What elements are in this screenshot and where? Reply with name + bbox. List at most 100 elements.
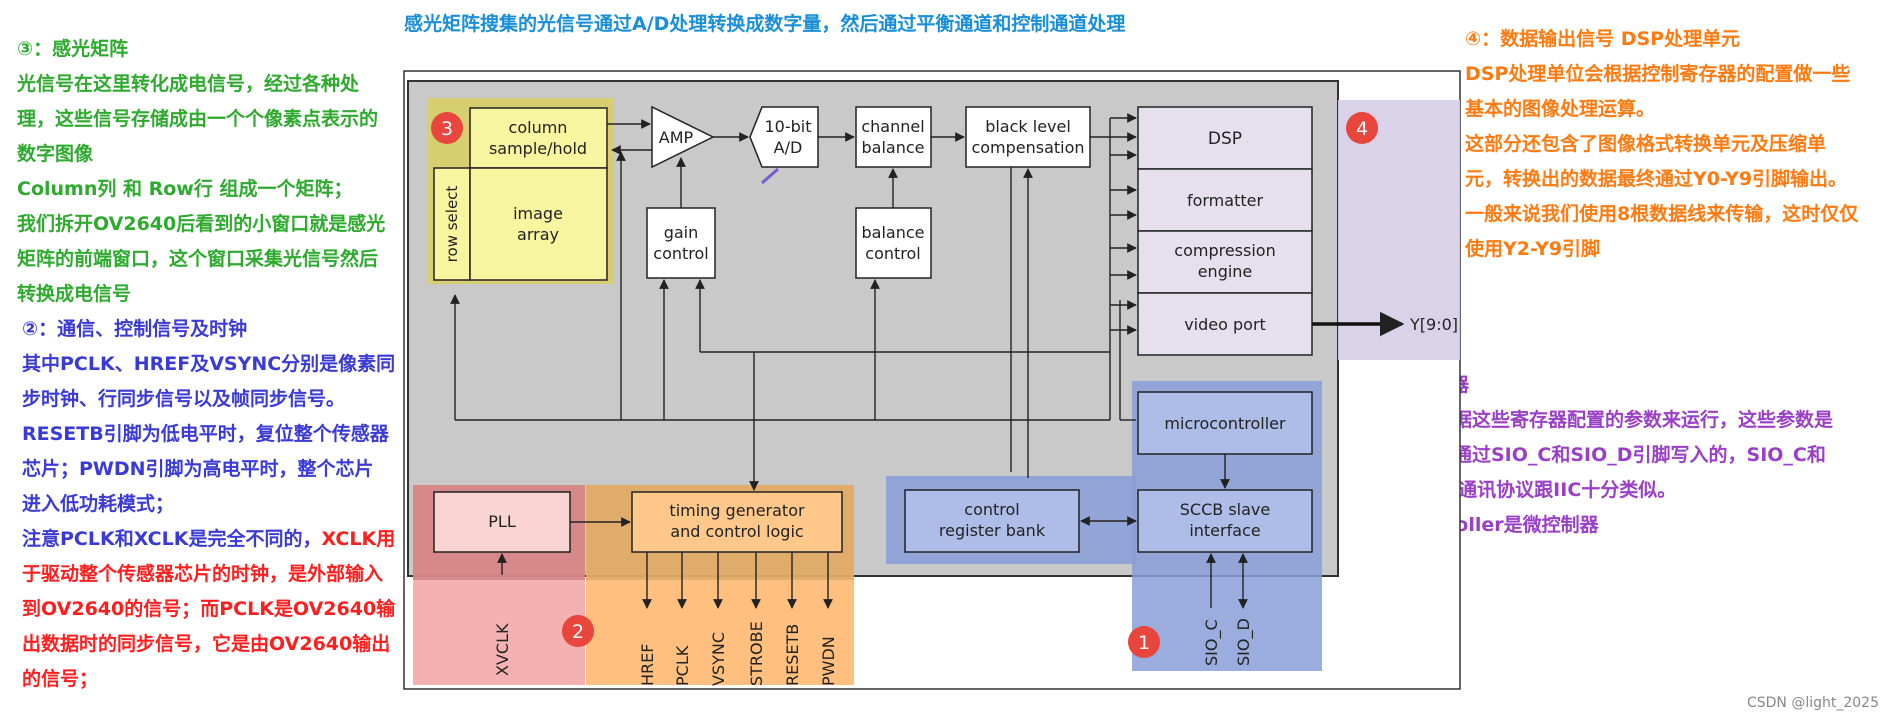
timing-generator-block: timing generator and control logic: [631, 491, 843, 553]
note-span-red: XCLK用: [321, 528, 396, 550]
note-line-red: 于驱动整个传感器芯片的时钟，是外部输入: [22, 563, 384, 585]
microcontroller-block: microcontroller: [1137, 391, 1313, 455]
note-line: 芯片；PWDN引脚为高电平时，整个芯片: [22, 458, 374, 480]
image-array-block: image array: [469, 167, 608, 281]
black-level-block: black level compensation: [965, 106, 1091, 168]
badge-number: 1: [1138, 632, 1150, 654]
note-line: 一般来说我们使用8根数据线来传输，这时仅仅: [1465, 203, 1859, 225]
note-line: 理，这些信号存储成由一个个像素点表示的: [17, 108, 379, 130]
diagram-caption: 感光矩阵搜集的光信号通过A/D处理转换成数字量，然后通过平衡通道和控制通道处理: [404, 13, 1126, 35]
block-label: control: [865, 244, 920, 263]
note-line: 其中PCLK、HREF及VSYNC分别是像素同: [22, 353, 396, 375]
control-register-bank-block: control register bank: [904, 489, 1080, 553]
pin-sio-d: SIO_D: [1234, 618, 1254, 666]
pen-mark: [761, 167, 779, 185]
badge-number: 3: [441, 118, 453, 140]
watermark-credit: CSDN @light_2025: [1746, 695, 1879, 711]
block-label: 10-bit: [764, 117, 811, 136]
note-line: 矩阵的前端窗口，这个窗口采集光信号然后: [17, 248, 379, 270]
block-label: video port: [1184, 315, 1266, 334]
note-line: 转换成电信号: [17, 283, 132, 305]
column-sample-hold-block: column sample/hold: [469, 107, 608, 169]
block-label: AMP: [659, 128, 694, 147]
badge-number: 2: [572, 621, 584, 643]
badge-1: 1: [1128, 626, 1160, 658]
pin-strobe: STROBE: [747, 621, 766, 686]
note-line: DSP处理单位会根据控制寄存器的配置做一些: [1465, 63, 1851, 85]
note-line: 元，转换出的数据最终通过Y0-Y9引脚输出。: [1465, 168, 1848, 190]
balance-control-block: balance control: [855, 207, 932, 279]
note-line: 这部分区域根据这些寄存器配置的参数来运行，这些参数是: [1339, 409, 1834, 431]
compression-engine-block: compression engine: [1137, 230, 1313, 294]
pin-xvclk: XVCLK: [493, 623, 512, 676]
block-label: PLL: [488, 512, 516, 531]
block-label: row select: [443, 186, 461, 263]
note-line: 光信号在这里转化成电信号，经过各种处: [17, 73, 360, 95]
block-label: balance: [862, 223, 925, 242]
note-line-red: 到OV2640的信号；而PCLK是OV2640输: [22, 598, 396, 620]
block-label: interface: [1189, 521, 1260, 540]
pin-labels: XVCLK HREF PCLK VSYNC STROBE RESETB PWDN…: [493, 618, 1254, 686]
block-label: and control logic: [670, 522, 803, 541]
block-label: register bank: [939, 521, 1046, 540]
note-span: 注意PCLK和XCLK是完全不同的，: [22, 528, 322, 550]
sccb-slave-block: SCCB slave interface: [1137, 489, 1313, 553]
block-label: engine: [1198, 262, 1253, 281]
note-line: Column列 和 Row行 组成一个矩阵；: [17, 178, 353, 200]
dsp-block: DSP: [1137, 106, 1313, 170]
block-label: channel: [861, 117, 924, 136]
note-line: RESETB引脚为低电平时，复位整个传感器: [22, 423, 389, 445]
note-line: 这部分还包含了图像格式转换单元及压缩单: [1465, 133, 1827, 155]
note-title: ②：通信、控制信号及时钟: [22, 318, 248, 340]
row-select-block: row select: [433, 167, 471, 281]
note-line: 使用Y2-Y9引脚: [1465, 238, 1601, 260]
note-sensor-array: ③：感光矩阵 光信号在这里转化成电信号，经过各种处 理，这些信号存储成由一个个像…: [17, 32, 385, 312]
block-label: control: [653, 244, 708, 263]
block-label: compensation: [971, 138, 1084, 157]
block-label: column: [509, 118, 568, 137]
badge-number: 4: [1356, 118, 1368, 140]
formatter-block: formatter: [1137, 168, 1313, 232]
block-label: image: [513, 204, 563, 223]
note-line-mixed: 注意PCLK和XCLK是完全不同的，XCLK用: [22, 522, 395, 557]
note-line: 基本的图像处理运算。: [1465, 98, 1656, 120]
badge-3: 3: [431, 112, 463, 144]
pin-resetb: RESETB: [783, 624, 802, 686]
gain-control-block: gain control: [646, 207, 716, 279]
block-label: balance: [862, 138, 925, 157]
pll-block: PLL: [433, 491, 571, 553]
note-dsp: ④：数据输出信号 DSP处理单元 DSP处理单位会根据控制寄存器的配置做一些 基…: [1465, 22, 1858, 267]
pin-pwdn: PWDN: [819, 636, 838, 686]
block-label: formatter: [1187, 191, 1264, 210]
channel-balance-block: channel balance: [855, 106, 932, 168]
block-label: sample/hold: [489, 139, 587, 158]
note-title: ③：感光矩阵: [17, 38, 129, 60]
block-label: A/D: [774, 138, 803, 157]
pin-href: HREF: [638, 644, 657, 686]
block-label: timing generator: [669, 501, 805, 520]
block-label: compression: [1174, 241, 1275, 260]
pin-sio-c: SIO_C: [1202, 619, 1222, 666]
note-title: ④：数据输出信号 DSP处理单元: [1465, 28, 1741, 50]
note-line-red: 的信号；: [22, 668, 99, 690]
badge-2: 2: [562, 615, 594, 647]
note-line-red: 出数据时的同步信号，它是由OV2640输出: [22, 633, 391, 655]
note-line: 我们拆开OV2640后看到的小窗口就是感光: [17, 213, 386, 235]
video-port-block: video port: [1137, 292, 1313, 356]
block-label: array: [517, 225, 559, 244]
note-signals: ②：通信、控制信号及时钟 其中PCLK、HREF及VSYNC分别是像素同 步时钟…: [22, 312, 395, 697]
badge-4: 4: [1346, 112, 1378, 144]
note-line: 步时钟、行同步信号以及帧同步信号。: [22, 388, 346, 410]
note-line: 数字图像: [17, 143, 94, 165]
block-label: gain: [664, 223, 699, 242]
pin-pclk: PCLK: [673, 645, 692, 686]
block-label: DSP: [1208, 129, 1242, 149]
block-label: microcontroller: [1164, 414, 1286, 433]
pin-vsync: VSYNC: [709, 632, 728, 686]
block-label: black level: [985, 117, 1071, 136]
adc-block: 10-bit A/D: [749, 106, 819, 168]
video-output-label: Y[9:0]: [1409, 315, 1458, 334]
block-label: SCCB slave: [1180, 500, 1270, 519]
note-line: 进入低功耗模式；: [22, 493, 175, 515]
